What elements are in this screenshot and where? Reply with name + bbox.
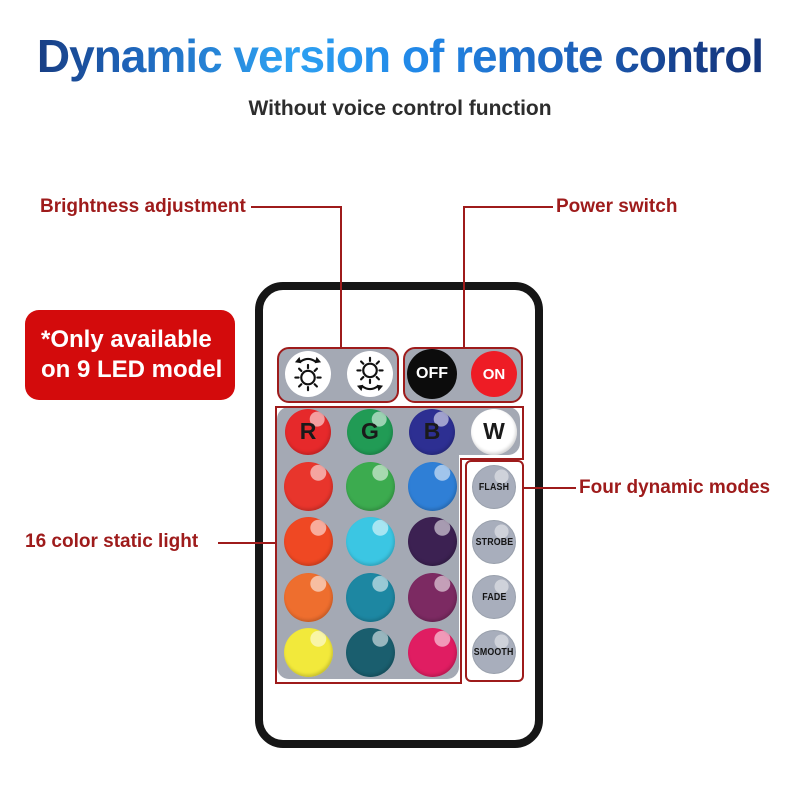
dynamic-modes-callout-label: Four dynamic modes bbox=[579, 477, 771, 498]
page-title: Dynamic version of remote control bbox=[0, 30, 800, 82]
mode-button-label: FLASH bbox=[478, 480, 510, 493]
color-grid: R G B W FLASH STROBE FADE SMOOTH bbox=[277, 404, 525, 680]
color-button-r5c1[interactable] bbox=[283, 627, 333, 677]
color-button-r[interactable]: R bbox=[285, 408, 331, 455]
brightness-callout-label: Brightness adjustment bbox=[40, 196, 246, 217]
color-button-r5c3[interactable] bbox=[407, 627, 457, 677]
color-button-r3c1[interactable] bbox=[283, 517, 333, 567]
color-button-r4c3[interactable] bbox=[407, 572, 457, 622]
page-subtitle: Without voice control function bbox=[248, 97, 552, 120]
brightness-down-sun-icon bbox=[356, 356, 384, 392]
color-button-label: R bbox=[299, 418, 317, 445]
color-button-r2c3[interactable] bbox=[407, 462, 457, 512]
color-button-label: W bbox=[483, 418, 505, 445]
color-button-r3c2[interactable] bbox=[345, 517, 395, 567]
color-button-r3c3[interactable] bbox=[407, 517, 457, 567]
mode-button-label: FADE bbox=[481, 591, 507, 604]
mode-button-smooth[interactable]: SMOOTH bbox=[472, 630, 516, 675]
off-button[interactable]: OFF bbox=[407, 349, 457, 399]
note-line-1: *Only available bbox=[41, 326, 212, 353]
color-button-label: G bbox=[361, 418, 379, 445]
brightness-up-button[interactable] bbox=[285, 351, 331, 397]
color-button-r5c2[interactable] bbox=[345, 627, 395, 677]
power-callout-label: Power switch bbox=[556, 196, 678, 217]
static-colors-callout-label: 16 color static light bbox=[25, 531, 199, 552]
color-button-r2c1[interactable] bbox=[283, 462, 333, 512]
color-button-w[interactable]: W bbox=[471, 408, 517, 455]
color-button-label: B bbox=[423, 418, 441, 445]
mode-button-flash[interactable]: FLASH bbox=[472, 464, 516, 509]
color-button-r4c1[interactable] bbox=[283, 572, 333, 622]
color-button-r2c2[interactable] bbox=[345, 462, 395, 512]
mode-button-fade[interactable]: FADE bbox=[472, 575, 516, 620]
note-line-2: on 9 LED model bbox=[41, 356, 223, 383]
only-9led-note: *Only available on 9 LED model bbox=[25, 310, 235, 400]
brightness-down-button[interactable] bbox=[347, 351, 393, 397]
brightness-up-sun-icon bbox=[294, 356, 322, 392]
color-button-g[interactable]: G bbox=[347, 408, 393, 455]
color-button-b[interactable]: B bbox=[409, 408, 455, 455]
on-button[interactable]: ON bbox=[471, 351, 517, 397]
mode-button-label: STROBE bbox=[475, 535, 513, 548]
mode-button-label: SMOOTH bbox=[474, 646, 514, 659]
color-button-r4c2[interactable] bbox=[345, 572, 395, 622]
mode-button-strobe[interactable]: STROBE bbox=[472, 519, 516, 564]
